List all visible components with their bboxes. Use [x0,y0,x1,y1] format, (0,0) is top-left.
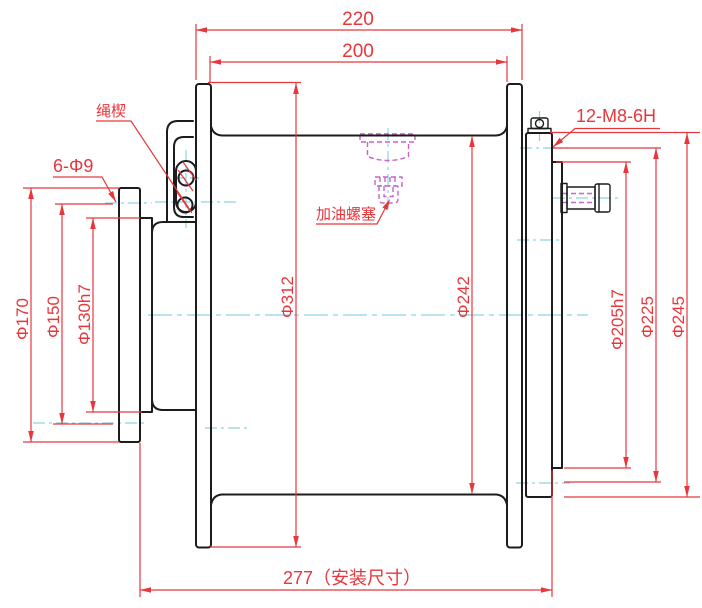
arrow [293,83,299,94]
left-flange-plate [118,187,141,443]
dimension-arrows [28,27,690,593]
arrow [469,483,475,494]
dim-label-flange-od: Φ312 [278,276,297,318]
top-bolt-head [530,117,549,130]
rope-wedge-hatch [176,161,197,212]
dim-label-right-bolt-circle: Φ225 [638,296,657,338]
leader-rope-wedge [96,120,193,214]
dim-label-left-flange-od: Φ170 [13,298,32,340]
leader-6-phi9 [53,176,117,203]
arrow [541,587,552,593]
rope-wedge-housing-inner [173,136,194,218]
arrow [28,188,34,199]
label-oil-plug: 加油螺塞 [316,205,376,223]
dim-phi150 [53,203,113,425]
centerlines [33,111,618,484]
dim-label-right-spigot-od: Φ205h7 [608,289,627,350]
leader-12-m8-6h [552,127,660,148]
leader-arrow [553,137,564,147]
dimension-texts: 220 200 277（安装尺寸） 6-Φ9 12-M8-6H 绳楔 加油螺塞 … [13,9,688,588]
oil-plug-cap [359,133,416,143]
arrow [59,204,65,215]
arrow [653,148,659,159]
arrow [90,401,96,412]
dim-phi205h7 [556,161,631,469]
drum-barrel-bottom [210,493,508,506]
side-bolt-thread-hidden [563,192,595,204]
dim-label-left-bolt-circle: Φ150 [44,296,63,338]
arrow [623,162,629,173]
note-right-holes: 12-M8-6H [576,106,656,126]
dim-phi225 [553,147,661,483]
top-bolt-circle [534,118,545,129]
dim-200 [209,56,508,82]
arrow [496,59,507,65]
oil-plug2-knurl [379,177,396,186]
dim-phi130h7 [86,217,142,413]
dimension-lines [23,24,700,597]
arrow [511,27,522,33]
drum-barrel-top [210,125,508,137]
oil-plug2-inner [383,186,394,198]
arrow [469,136,475,147]
drum-right-flange [506,83,523,549]
rope-circle-top [177,169,195,187]
note-left-holes: 6-Φ9 [53,156,93,176]
arrow [90,218,96,229]
drum-left-flange [195,83,212,549]
dim-label-drum-od: Φ242 [454,276,473,318]
rope-circle-bottom [176,196,194,214]
arrow [653,471,659,482]
dim-phi245 [550,131,700,498]
arrow [623,457,629,468]
oil-plug2-head [374,176,403,187]
arrow [293,536,299,547]
arrow [684,133,690,144]
dim-label-install-width: 277（安装尺寸） [283,568,421,588]
left-hub-neck [151,221,197,411]
oil-plug-body [366,142,410,162]
leader-arrow [108,191,116,202]
dim-label-left-spigot-od: Φ130h7 [75,284,94,345]
arrow [59,413,65,424]
dim-220 [195,24,523,80]
arrow [684,486,690,497]
arrow [210,59,221,65]
label-rope-wedge: 绳楔 [96,103,126,120]
dim-label-overall-width: 220 [342,9,374,30]
dim-phi170 [23,187,119,443]
oil-plug-hidden-lines [359,133,595,204]
dim-label-right-hub-od: Φ245 [669,296,688,338]
arrow [28,431,34,442]
dim-label-drum-length: 200 [342,41,374,62]
side-bolt-head [594,183,611,213]
dim-277 [139,443,553,597]
rope-wedge-housing-outer [166,120,194,223]
arrow [196,27,207,33]
part-outlines [118,83,611,549]
leader-arrow [382,199,390,211]
dim-phi312 [208,81,301,548]
arrow [140,587,151,593]
